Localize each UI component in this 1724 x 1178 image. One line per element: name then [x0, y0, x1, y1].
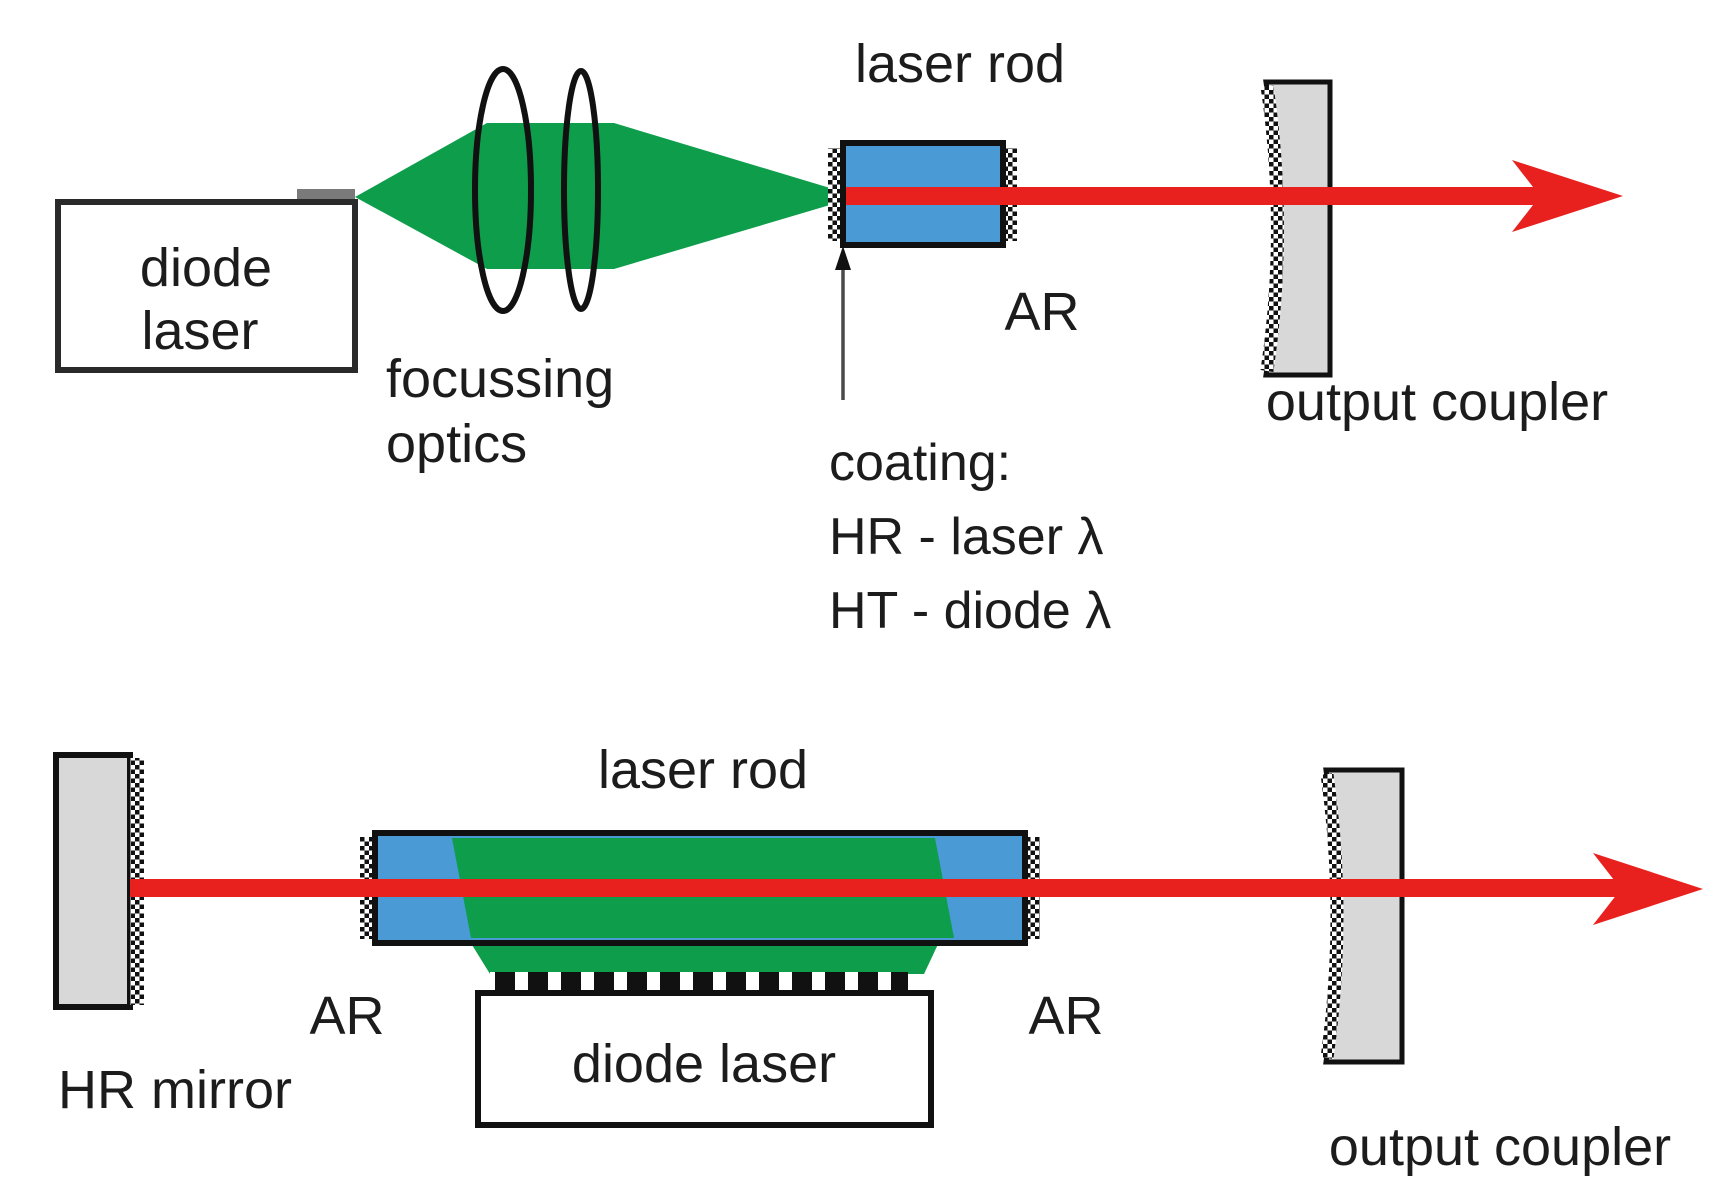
top-diode-laser-box [55, 199, 358, 373]
coating-pointer-arrowhead [835, 246, 851, 270]
top-laser-beam [846, 187, 1546, 205]
top-diode-laser-label-line2: laser [141, 301, 258, 361]
bottom-laser-beam-arrowhead [1593, 853, 1703, 925]
coating-ht-line: HT - diode λ [829, 582, 1111, 640]
top-laser-beam-arrowhead [1512, 160, 1623, 232]
bottom-hr-mirror-label: HR mirror [58, 1060, 292, 1120]
top-diode-laser-label-line1: diode [140, 238, 272, 298]
bottom-diode-laser-label: diode laser [572, 1034, 836, 1094]
bottom-output-coupler-hatching [1320, 773, 1344, 1059]
bottom-laser-beam [130, 879, 1625, 897]
bottom-output-coupler-label: output coupler [1329, 1117, 1671, 1177]
bottom-laser-rod-label: laser rod [598, 740, 808, 800]
top-laser-rod-left-face-hatching [828, 148, 843, 241]
top-lens-2 [561, 68, 601, 312]
bottom-pump-region-below-rod [469, 940, 940, 974]
top-focussing-optics-label-line1: focussing [386, 349, 614, 409]
coating-hr-line: HR - laser λ [829, 508, 1103, 566]
top-output-coupler-label: output coupler [1266, 372, 1608, 432]
bottom-ar-right-label: AR [1028, 986, 1103, 1046]
top-output-coupler-hatching [1260, 85, 1284, 372]
coating-title: coating: [829, 434, 1011, 492]
bottom-hr-mirror [53, 752, 133, 1010]
top-ar-label: AR [1004, 282, 1079, 342]
top-focussing-optics-label-line2: optics [386, 414, 527, 474]
top-lens-1 [472, 66, 534, 314]
bottom-diode-laser-box [475, 990, 934, 1128]
top-laser-rod-label: laser rod [855, 34, 1065, 94]
bottom-ar-left-label: AR [309, 986, 384, 1046]
bottom-diode-bar-emitter-strip [490, 972, 908, 993]
